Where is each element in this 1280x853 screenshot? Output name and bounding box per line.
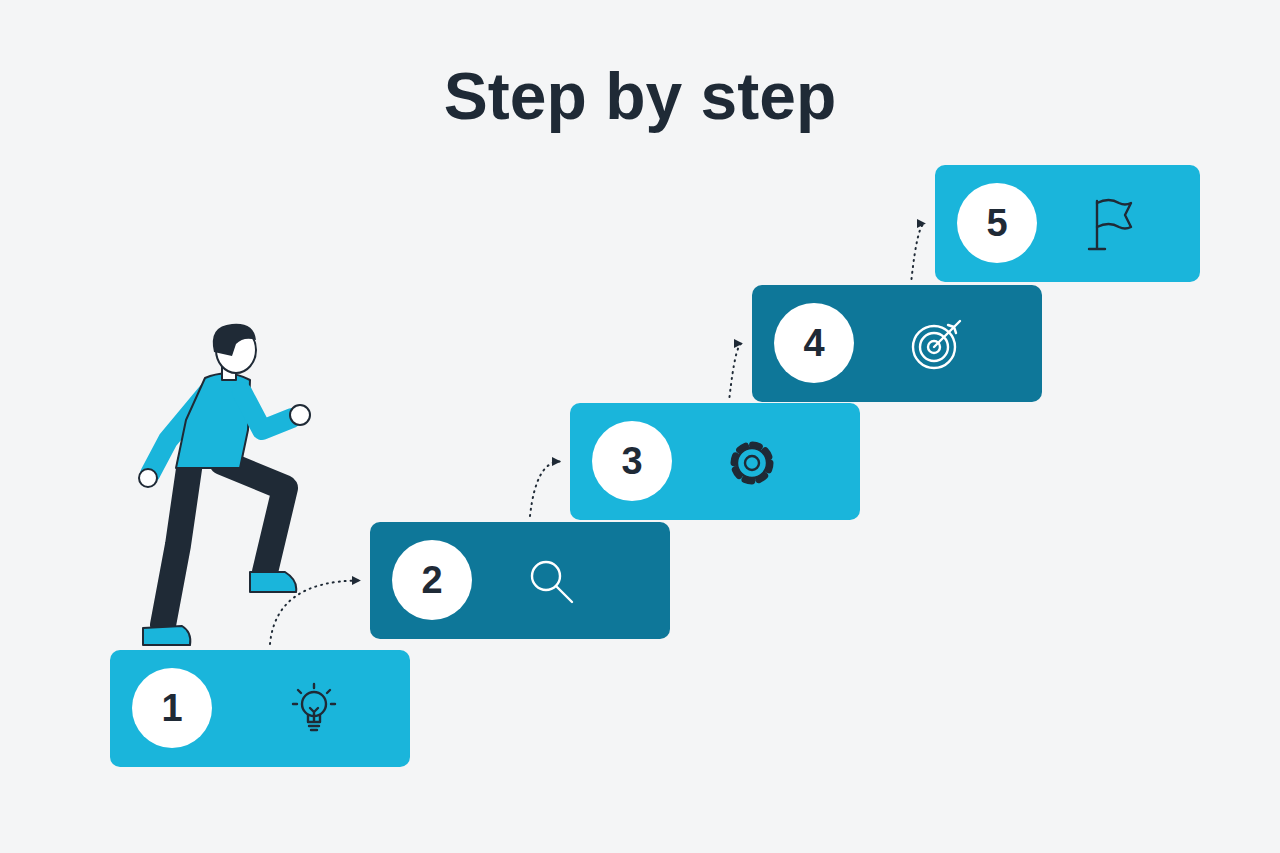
- step-box: 4: [752, 285, 1042, 402]
- step-box: 2: [370, 522, 670, 639]
- diagram-title: Step by step: [0, 58, 1280, 134]
- dotted-arrow: [530, 462, 560, 517]
- step-number: 5: [957, 183, 1037, 263]
- step-icon: [282, 678, 346, 742]
- step-icon: [720, 431, 784, 495]
- step-icon: [904, 313, 968, 377]
- step-number: 2: [392, 540, 472, 620]
- dotted-arrow: [730, 344, 743, 398]
- step-icon: [520, 550, 584, 614]
- dotted-arrow: [270, 581, 360, 645]
- step-icon: [1075, 193, 1139, 257]
- step-number: 1: [132, 668, 212, 748]
- step-number: 4: [774, 303, 854, 383]
- dotted-arrow: [912, 224, 926, 280]
- step-box: 1: [110, 650, 410, 767]
- step-box: 5: [935, 165, 1200, 282]
- step-box: 3: [570, 403, 860, 520]
- step-number: 3: [592, 421, 672, 501]
